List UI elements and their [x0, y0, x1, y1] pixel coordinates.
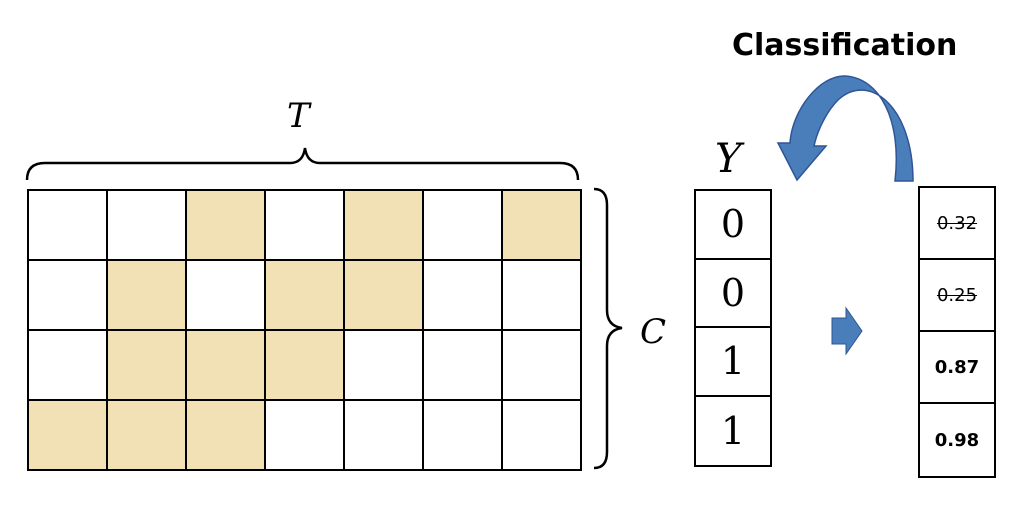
grid-cell-empty: [503, 261, 582, 331]
grid-cell-empty: [345, 331, 424, 401]
grid-cell-empty: [424, 261, 503, 331]
score-value: 0.32: [936, 212, 978, 234]
target-cell: 0: [696, 260, 770, 328]
score-cell: 0.87: [920, 332, 994, 404]
target-cell: 1: [696, 328, 770, 397]
grid-cell-empty: [424, 191, 503, 261]
grid-cell-filled: [108, 331, 187, 401]
grid-cell-empty: [187, 261, 266, 331]
grid-cell-empty: [108, 191, 187, 261]
grid-cell-empty: [266, 191, 345, 261]
grid-cell-empty: [29, 191, 108, 261]
curved-arrow-icon: [776, 75, 914, 182]
score-cell: 0.25: [920, 260, 994, 332]
grid-cell-empty: [29, 261, 108, 331]
grid-cell-filled: [187, 331, 266, 401]
score-cell: 0.32: [920, 188, 994, 260]
grid-cell-empty: [424, 331, 503, 401]
classification-title: Classification: [732, 28, 958, 63]
grid-cell-filled: [503, 191, 582, 261]
score-value: 0.98: [934, 429, 980, 451]
grid-cell-filled: [266, 331, 345, 401]
time-brace: [25, 147, 580, 181]
activation-grid: [27, 189, 582, 471]
grid-cell-filled: [108, 401, 187, 471]
target-cell: 0: [696, 191, 770, 260]
class-brace: [593, 187, 623, 470]
score-value: 0.87: [934, 356, 980, 378]
grid-cell-empty: [29, 331, 108, 401]
grid-cell-filled: [266, 261, 345, 331]
grid-cell-empty: [345, 401, 424, 471]
time-axis-label: T: [287, 96, 310, 136]
grid-cell-empty: [503, 401, 582, 471]
grid-cell-filled: [29, 401, 108, 471]
grid-cell-empty: [424, 401, 503, 471]
transform-arrow-icon: [831, 306, 863, 356]
grid-cell-filled: [345, 191, 424, 261]
grid-cell-empty: [503, 331, 582, 401]
grid-cell-filled: [345, 261, 424, 331]
score-cell: 0.98: [920, 404, 994, 476]
target-cell: 1: [720, 408, 746, 453]
class-axis-label: C: [640, 312, 667, 352]
target-label: Y: [715, 136, 742, 182]
score-value: 0.25: [936, 284, 978, 306]
grid-cell-filled: [187, 191, 266, 261]
score-vector: 0.32 0.25 0.87 0.98: [918, 186, 996, 478]
grid-cell-filled: [108, 261, 187, 331]
grid-cell-filled: [187, 401, 266, 471]
grid-cell-empty: [266, 401, 345, 471]
